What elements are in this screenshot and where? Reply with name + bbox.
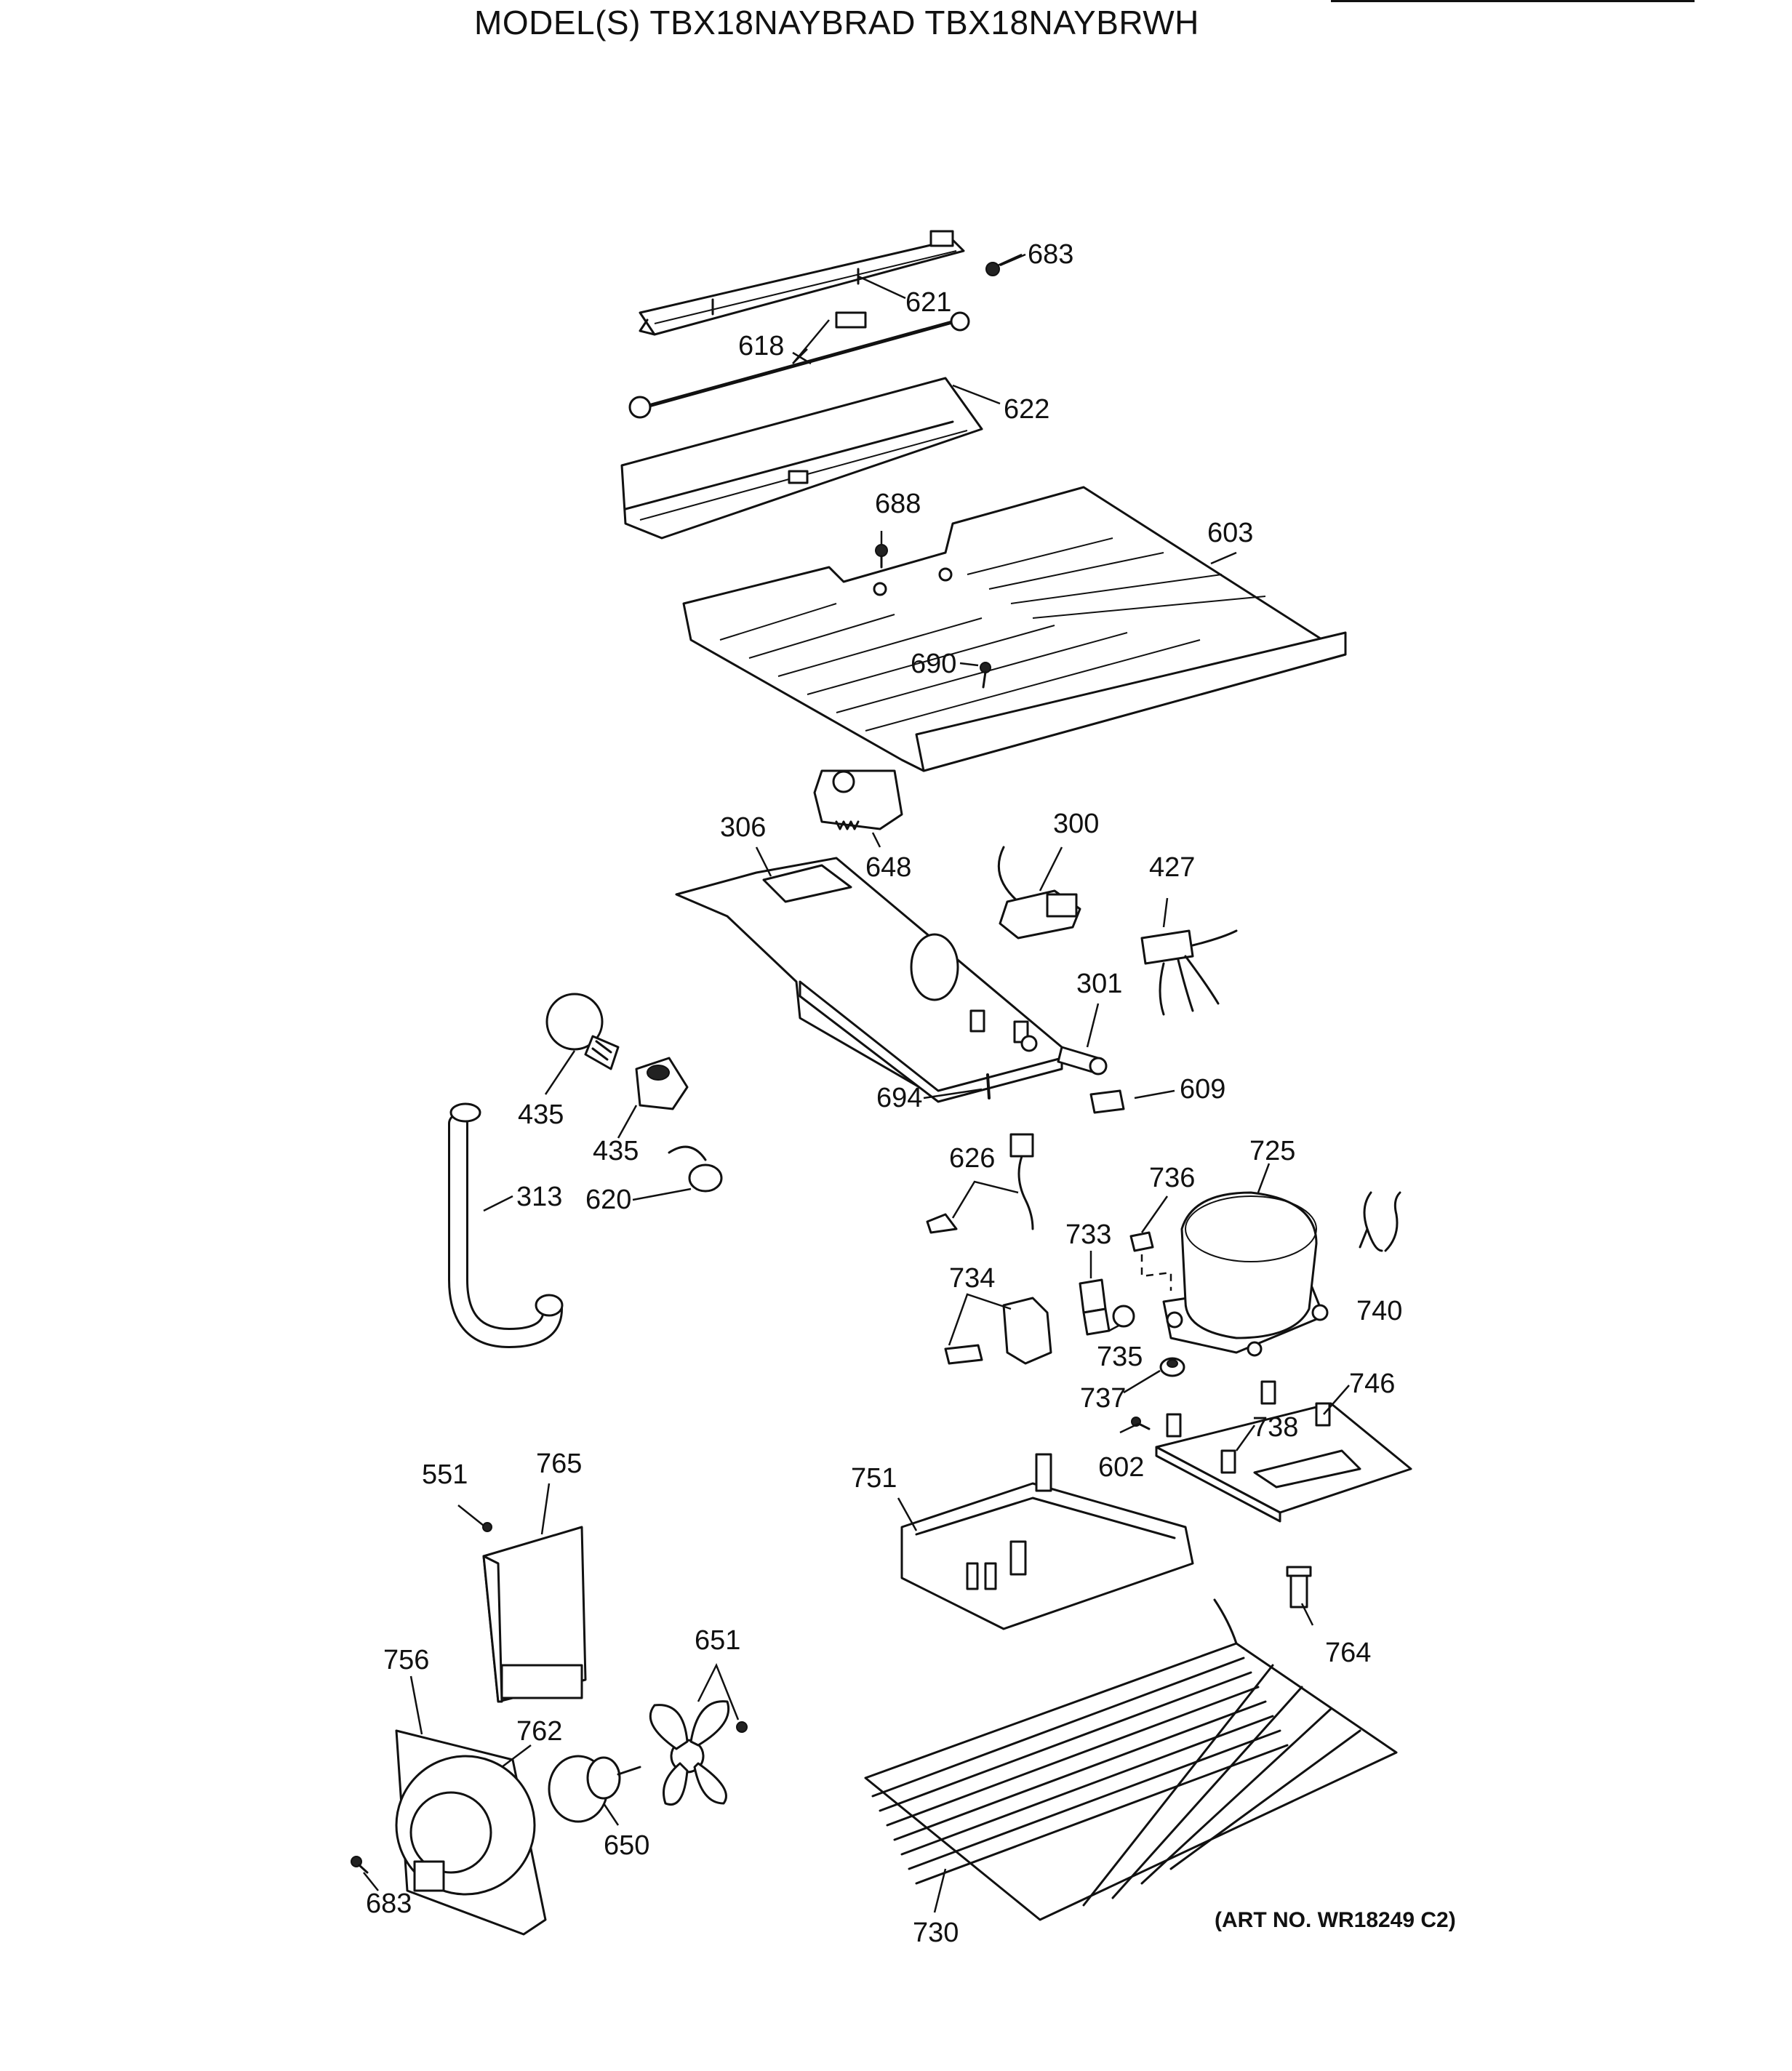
label-734: 734 [949, 1263, 995, 1294]
label-733: 733 [1065, 1219, 1111, 1250]
label-730: 730 [913, 1918, 959, 1948]
part-313-drain-tube [448, 1102, 564, 1348]
title-rule [1331, 0, 1695, 2]
label-300: 300 [1053, 809, 1099, 839]
part-765-panel [482, 1526, 587, 1703]
part-427-wire-connector [1140, 929, 1238, 1016]
part-609-switch [1089, 1089, 1125, 1114]
label-622: 622 [1004, 394, 1049, 425]
label-551: 551 [422, 1459, 468, 1490]
part-746-base-plate [1155, 1380, 1412, 1523]
part-621-rail [639, 230, 965, 336]
label-603: 603 [1207, 518, 1253, 548]
label-435-bulb: 435 [518, 1099, 564, 1130]
label-740: 740 [1356, 1296, 1402, 1326]
wire-path-dashed [1140, 1254, 1172, 1291]
part-735-overload [1112, 1305, 1135, 1328]
part-737-grommet [1159, 1357, 1185, 1377]
label-751: 751 [851, 1463, 897, 1494]
part-300-thermostat [997, 846, 1081, 940]
label-435-socket: 435 [593, 1136, 639, 1166]
label-618: 618 [738, 331, 784, 361]
label-688: 688 [875, 489, 921, 519]
diagram-title: MODEL(S) TBX18NAYBRAD TBX18NAYBRWH [474, 4, 1199, 41]
label-427: 427 [1149, 852, 1195, 883]
art-number: (ART NO. WR18249 C2) [1215, 1908, 1456, 1932]
label-621: 621 [905, 287, 951, 318]
label-306: 306 [720, 812, 766, 843]
part-435-light-bulb [545, 993, 620, 1070]
label-765: 765 [536, 1449, 582, 1479]
part-651-fan-blade [649, 1700, 748, 1806]
label-609: 609 [1180, 1074, 1225, 1105]
label-694: 694 [876, 1083, 922, 1113]
part-618-rod [628, 311, 970, 419]
part-725-compressor [1162, 1191, 1329, 1357]
part-626-wire-harness [926, 1133, 1034, 1234]
label-602: 602 [1098, 1452, 1144, 1483]
screw-688 [875, 544, 888, 569]
part-736-terminal-cover [1129, 1231, 1154, 1252]
part-730-condenser [864, 1598, 1398, 1921]
part-751-drain-pan [900, 1453, 1194, 1630]
label-690: 690 [911, 649, 956, 679]
screw-602 [1131, 1417, 1151, 1430]
screw-683-top [985, 253, 1023, 276]
part-650-fan-motor [548, 1755, 641, 1823]
label-683-bottom: 683 [366, 1888, 412, 1919]
part-620-component [668, 1145, 723, 1193]
label-735: 735 [1097, 1342, 1143, 1372]
part-734-relay-cover [944, 1297, 1052, 1365]
label-738: 738 [1252, 1412, 1298, 1443]
label-620: 620 [585, 1185, 631, 1215]
label-301: 301 [1076, 969, 1122, 999]
label-648: 648 [865, 852, 911, 883]
part-764-clip [1286, 1566, 1312, 1609]
part-648-defrost-timer [813, 769, 903, 830]
label-626: 626 [949, 1143, 995, 1174]
part-labels: 683 621 618 622 688 603 690 306 648 300 … [366, 239, 1456, 1948]
part-756-fan-shroud [395, 1729, 547, 1936]
screw-690 [980, 662, 991, 689]
screw-551 [482, 1522, 492, 1532]
part-435-light-socket [635, 1057, 689, 1110]
screw-683-bottom [351, 1856, 369, 1874]
part-733-relay [1079, 1278, 1111, 1336]
label-737: 737 [1080, 1383, 1126, 1414]
part-301-component [1057, 1046, 1108, 1075]
label-651: 651 [695, 1625, 740, 1656]
label-764: 764 [1325, 1638, 1371, 1668]
label-725: 725 [1249, 1136, 1295, 1166]
label-683-top: 683 [1028, 239, 1073, 270]
label-650: 650 [604, 1830, 649, 1861]
part-306-control-housing [675, 857, 1063, 1103]
label-736: 736 [1149, 1163, 1195, 1193]
label-756: 756 [383, 1645, 429, 1675]
part-603-shelf [682, 486, 1347, 772]
label-746: 746 [1349, 1369, 1395, 1399]
screw-694 [986, 1073, 991, 1099]
part-622-channel [620, 377, 983, 540]
label-762: 762 [516, 1716, 562, 1747]
leader-lines [363, 253, 1350, 1913]
label-313: 313 [516, 1182, 562, 1212]
part-740-clip [1359, 1191, 1401, 1252]
